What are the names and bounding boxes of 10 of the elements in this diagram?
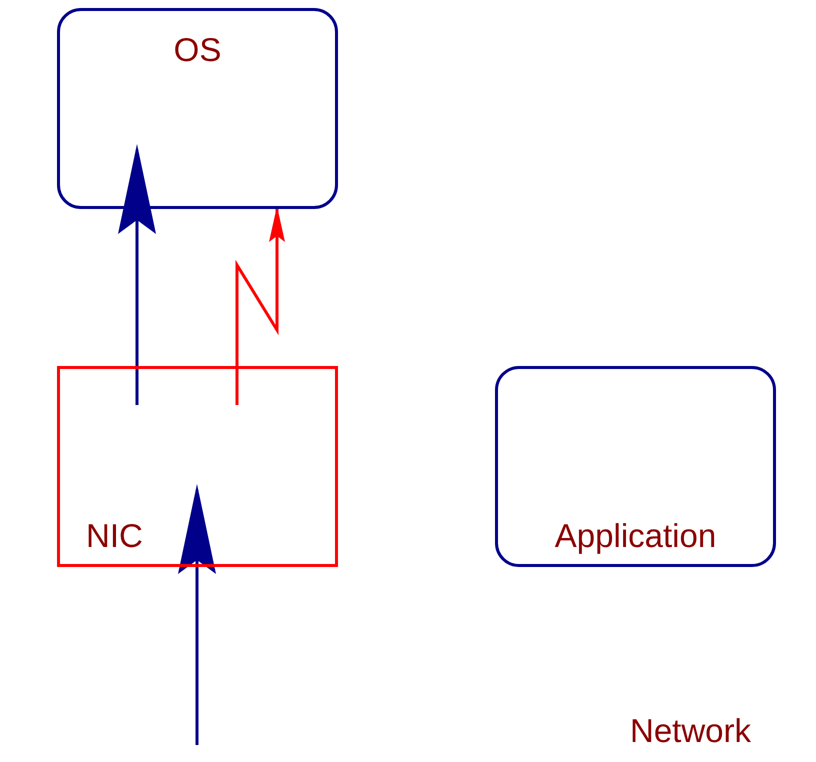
arrow bbox=[236, 206, 285, 405]
text-label: Network bbox=[630, 712, 752, 750]
rounded-box bbox=[57, 8, 338, 209]
rounded-box bbox=[495, 366, 776, 567]
arrow bbox=[118, 144, 156, 405]
node-label: Application bbox=[554, 517, 718, 555]
node-label: NIC bbox=[86, 517, 143, 555]
arrow bbox=[178, 484, 216, 745]
box bbox=[57, 366, 338, 567]
node-label: OS bbox=[172, 31, 222, 69]
